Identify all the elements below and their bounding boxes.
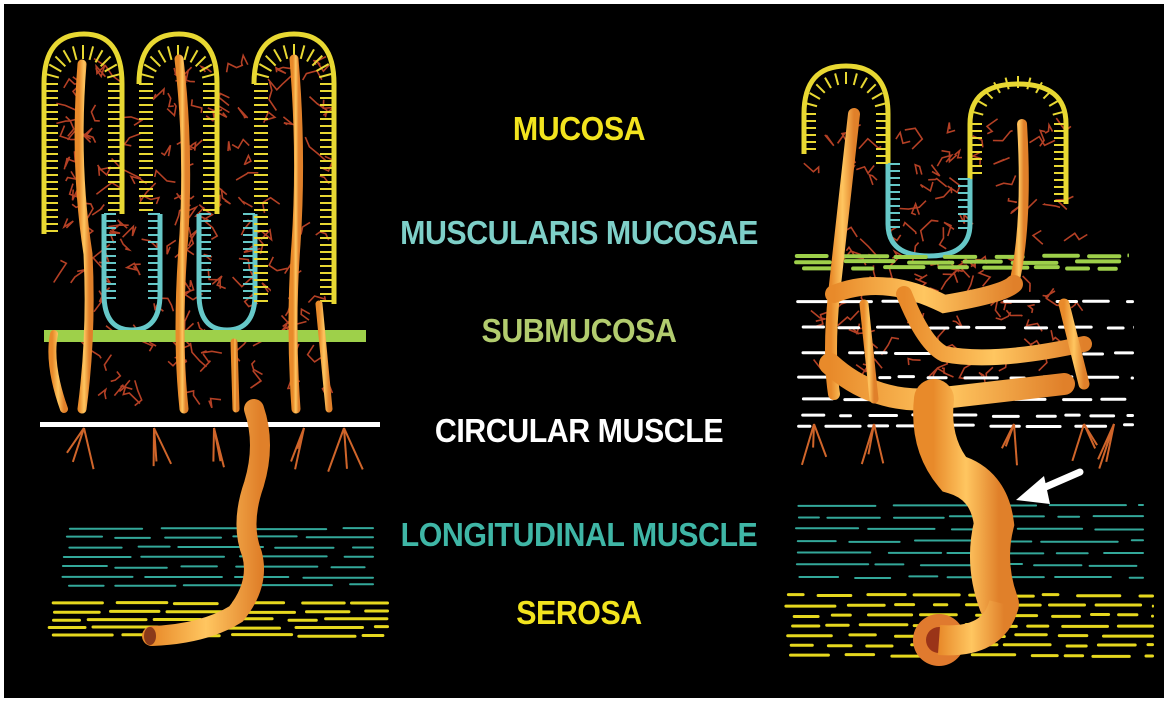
- right-dilated-arterioles: [830, 114, 1084, 604]
- left-vessel-cut-end: [144, 627, 156, 645]
- label-longitudinal-muscle: LONGITUDINAL MUSCLE: [390, 516, 767, 554]
- right-longitudinal-muscle-bands: [795, 504, 1144, 579]
- white-arrow-icon: [1016, 472, 1080, 504]
- label-mucosa: MUCOSA: [390, 110, 767, 148]
- left-panel-normal-vessels: [40, 34, 389, 645]
- label-submucosa: SUBMUCOSA: [390, 312, 767, 350]
- label-circular-muscle: CIRCULAR MUSCLE: [390, 412, 767, 450]
- label-serosa: SEROSA: [390, 594, 767, 632]
- left-vessel-roots: [67, 428, 363, 472]
- left-arterioles: [52, 59, 334, 636]
- label-muscularis-mucosae: MUSCULARIS MUCOSAE: [390, 214, 767, 252]
- left-longitudinal-muscle-bands: [62, 527, 375, 587]
- diagram-canvas: MUCOSA MUSCULARIS MUCOSAE SUBMUCOSA CIRC…: [4, 4, 1164, 698]
- left-circular-muscle-band: [40, 422, 380, 427]
- right-panel-dilated-vessels: [784, 66, 1154, 666]
